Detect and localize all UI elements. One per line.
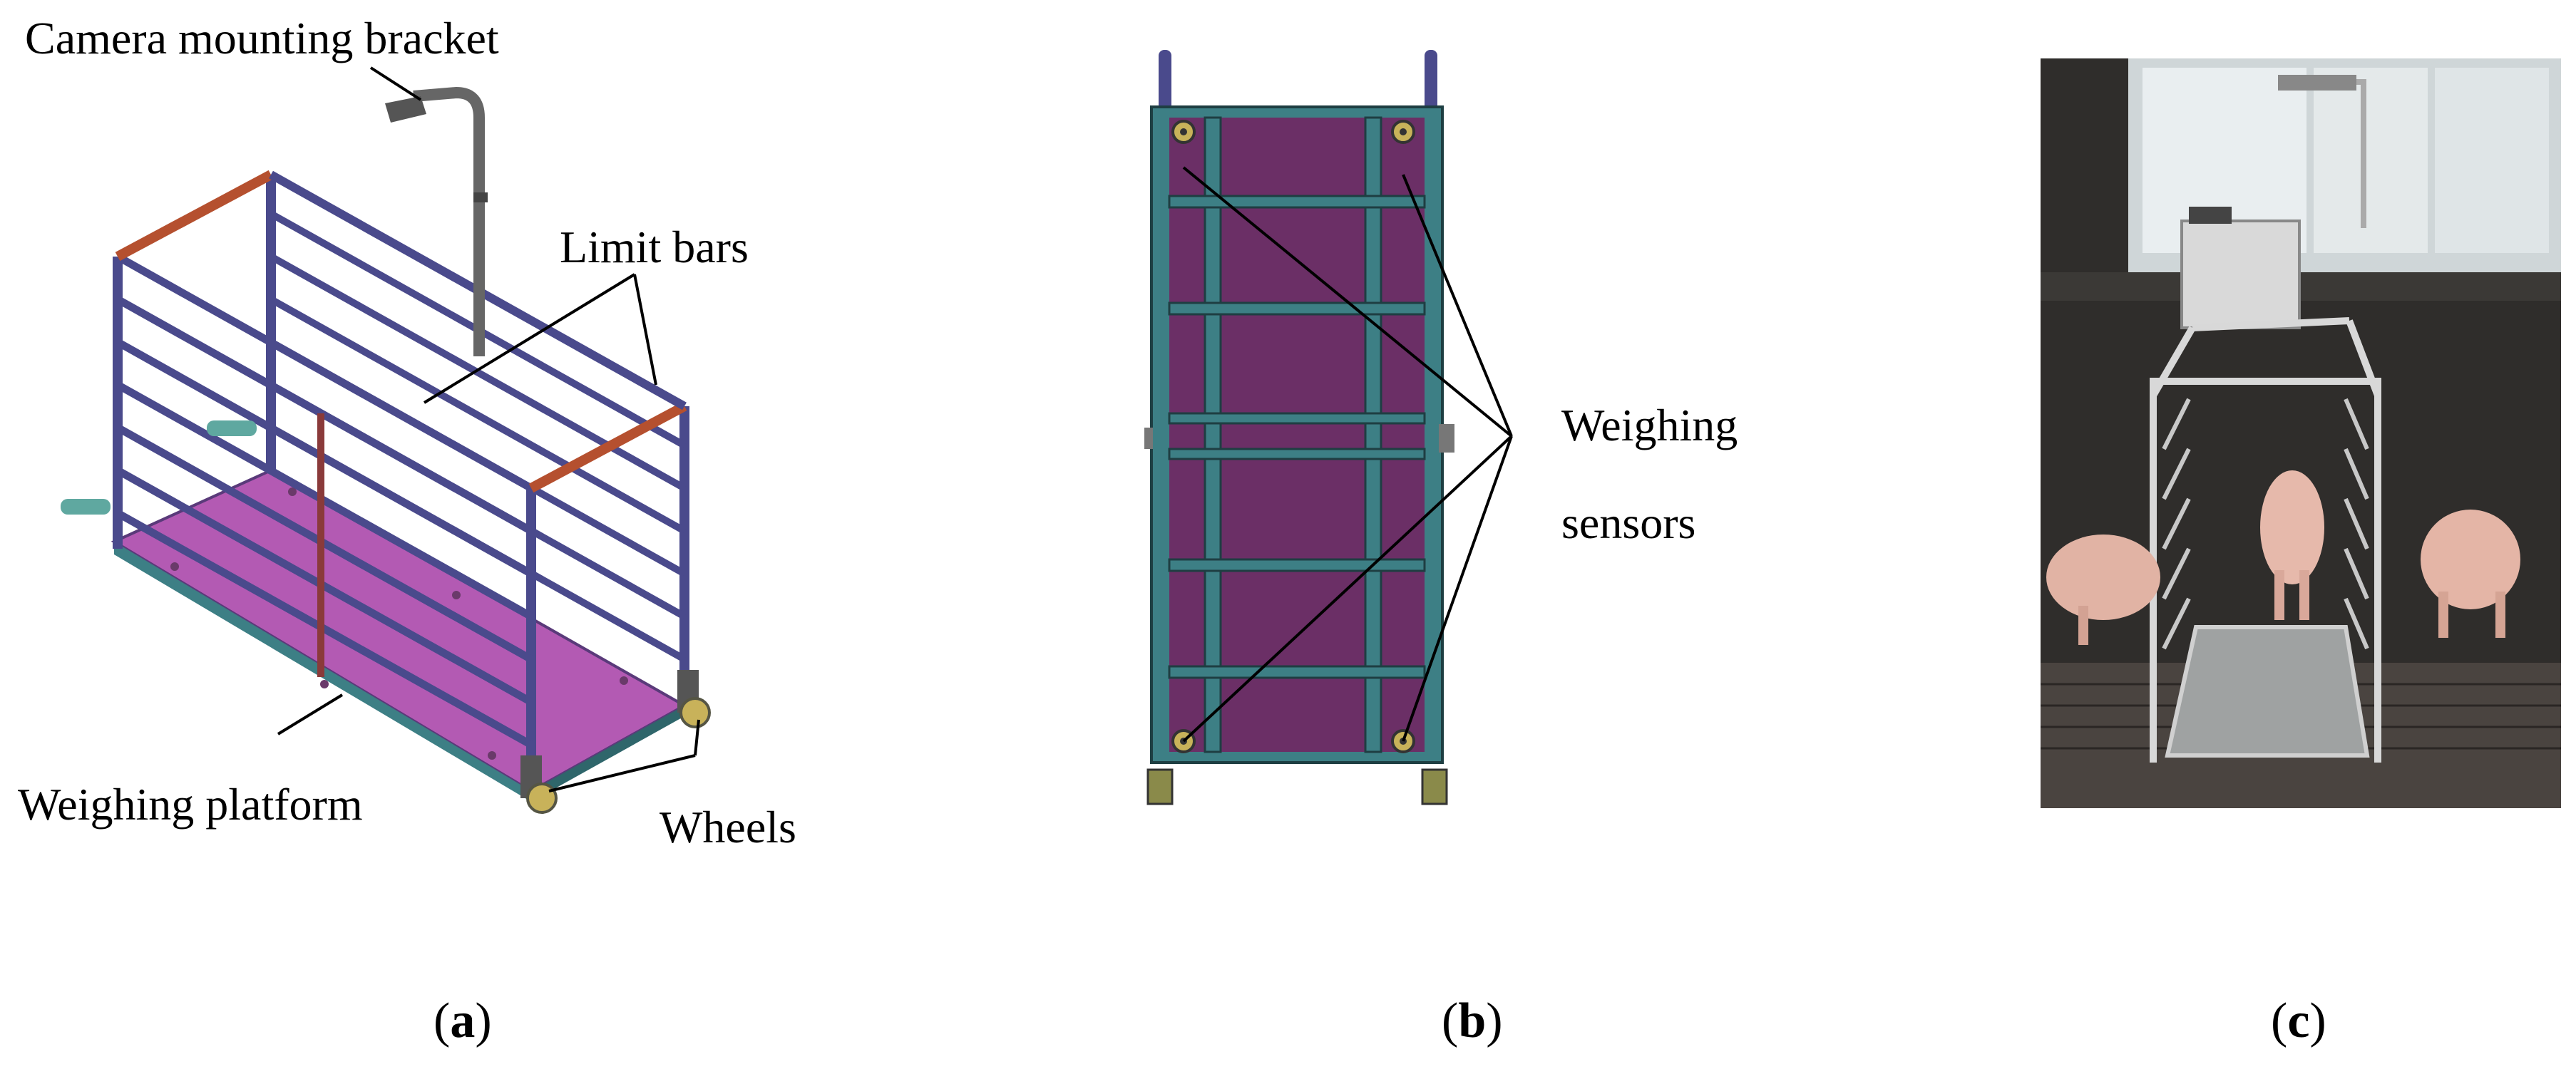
wheels-label: Wheels <box>660 802 796 852</box>
limit-bars-label: Limit bars <box>560 222 749 272</box>
weighing-sensors-label-line1: Weighing <box>1561 400 1738 450</box>
caption-b: (b) <box>1442 993 1503 1048</box>
caption-a: (a) <box>433 993 492 1048</box>
panel-c: (c) <box>2041 58 2561 1048</box>
panel-b: Weighing sensors (b) <box>1144 50 1738 1048</box>
caption-c: (c) <box>2271 993 2326 1048</box>
pig-icon <box>2260 470 2324 620</box>
platform-base-side <box>531 706 684 802</box>
weighing-sensors-label-line2: sensors <box>1561 497 1695 548</box>
wheel-icon <box>677 670 711 728</box>
camera-bracket-label: Camera mounting bracket <box>25 13 499 63</box>
leader-lines-a <box>277 66 700 792</box>
pig-icon <box>2046 535 2160 645</box>
pig-icon <box>2421 510 2520 638</box>
sensor-icon <box>1391 120 1415 144</box>
top-view-model <box>1144 50 1454 805</box>
weighing-platform-label: Weighing platform <box>18 779 363 830</box>
panel-a: Camera mounting bracket Limit bars Weigh… <box>18 13 796 1048</box>
cage-3d-model <box>61 86 711 814</box>
sensor-icon <box>1171 120 1196 144</box>
camera-bracket-model <box>385 86 488 356</box>
leader-lines-b <box>1182 166 1513 743</box>
cage-photo <box>2041 58 2561 808</box>
